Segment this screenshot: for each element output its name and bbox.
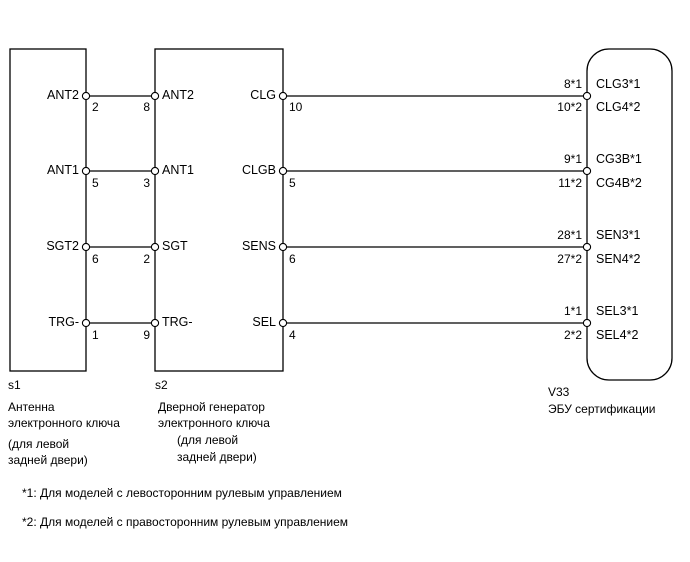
terminal-s2-ant2	[150, 91, 160, 101]
v33-pin-number: 11*2	[558, 176, 582, 190]
terminal-s2-sens	[278, 242, 288, 252]
s2-connector-box	[154, 48, 284, 372]
s2-terminal-label: ANT2	[162, 88, 194, 102]
s1-terminal-label: TRG-	[48, 315, 79, 329]
s2-terminal-label: ANT1	[162, 163, 194, 177]
terminal-s2-clg	[278, 91, 288, 101]
s2-pin-number: 10	[289, 100, 303, 114]
s2-terminal-label: CLG	[250, 88, 276, 102]
s1-terminal-label: ANT2	[47, 88, 79, 102]
terminal-s1-sgt2	[81, 242, 91, 252]
terminal-v33-sen	[582, 242, 592, 252]
terminal-v33-clg	[582, 91, 592, 101]
terminal-markers	[81, 91, 592, 328]
footnote: *2: Для моделей с правосторонним рулевым…	[22, 515, 348, 529]
s2-pin-number: 4	[289, 328, 296, 342]
s1-terminal-label: SGT2	[46, 239, 79, 253]
v33-terminal-label: CLG3*1	[596, 77, 641, 91]
v33-terminal-label: SEL3*1	[596, 304, 638, 318]
v33-ecu-box	[586, 48, 673, 381]
s1-location: (для левой	[8, 437, 69, 451]
v33-terminal-label: SEN3*1	[596, 228, 641, 242]
terminal-s1-ant2	[81, 91, 91, 101]
s1-pin-number: 6	[92, 252, 99, 266]
v33-pin-number: 10*2	[557, 100, 582, 114]
footnote: *1: Для моделей с левосторонним рулевым …	[22, 486, 342, 500]
terminal-s2-clgb	[278, 166, 288, 176]
s2-pin-number: 5	[289, 176, 296, 190]
s1-id: s1	[8, 378, 21, 392]
v33-name: ЭБУ сертификации	[548, 402, 656, 416]
terminal-v33-cgb	[582, 166, 592, 176]
s1-connector-box	[9, 48, 87, 372]
s1-pin-number: 5	[92, 176, 99, 190]
s2-terminal-label: CLGB	[242, 163, 276, 177]
v33-pin-number: 8*1	[564, 77, 582, 91]
terminal-s2-sel	[278, 318, 288, 328]
s2-pin-number: 8	[143, 100, 150, 114]
terminal-s1-ant1	[81, 166, 91, 176]
s2-pin-number: 9	[143, 328, 150, 342]
v33-terminal-label: CG4B*2	[596, 176, 642, 190]
v33-terminal-label: SEL4*2	[596, 328, 638, 342]
v33-pin-number: 1*1	[564, 304, 582, 318]
s1-pin-number: 1	[92, 328, 99, 342]
s1-location: задней двери)	[8, 453, 88, 467]
s2-terminal-label: SGT	[162, 239, 188, 253]
terminal-s1-trg	[81, 318, 91, 328]
terminal-v33-sel	[582, 318, 592, 328]
terminal-s2-sgt	[150, 242, 160, 252]
s2-pin-number: 3	[143, 176, 150, 190]
s2-id: s2	[155, 378, 168, 392]
s2-name: электронного ключа	[158, 416, 270, 430]
s1-terminal-label: ANT1	[47, 163, 79, 177]
v33-terminal-label: CLG4*2	[596, 100, 641, 114]
v33-pin-number: 2*2	[564, 328, 582, 342]
s2-location: (для левой	[177, 433, 238, 447]
v33-terminal-label: CG3B*1	[596, 152, 642, 166]
v33-pin-number: 27*2	[557, 252, 582, 266]
terminal-s2-trg	[150, 318, 160, 328]
s2-pin-number: 6	[289, 252, 296, 266]
v33-id: V33	[548, 385, 570, 399]
s2-name: Дверной генератор	[158, 400, 265, 414]
s1-name: электронного ключа	[8, 416, 120, 430]
s2-terminal-label: SEL	[252, 315, 276, 329]
v33-pin-number: 9*1	[564, 152, 582, 166]
v33-pin-number: 28*1	[557, 228, 582, 242]
v33-terminal-label: SEN4*2	[596, 252, 641, 266]
s1-name: Антенна	[8, 400, 55, 414]
s2-terminal-label: SENS	[242, 239, 276, 253]
s2-location: задней двери)	[177, 450, 257, 464]
s2-terminal-label: TRG-	[162, 315, 193, 329]
s1-pin-number: 2	[92, 100, 99, 114]
s2-pin-number: 2	[143, 252, 150, 266]
terminal-s2-ant1	[150, 166, 160, 176]
